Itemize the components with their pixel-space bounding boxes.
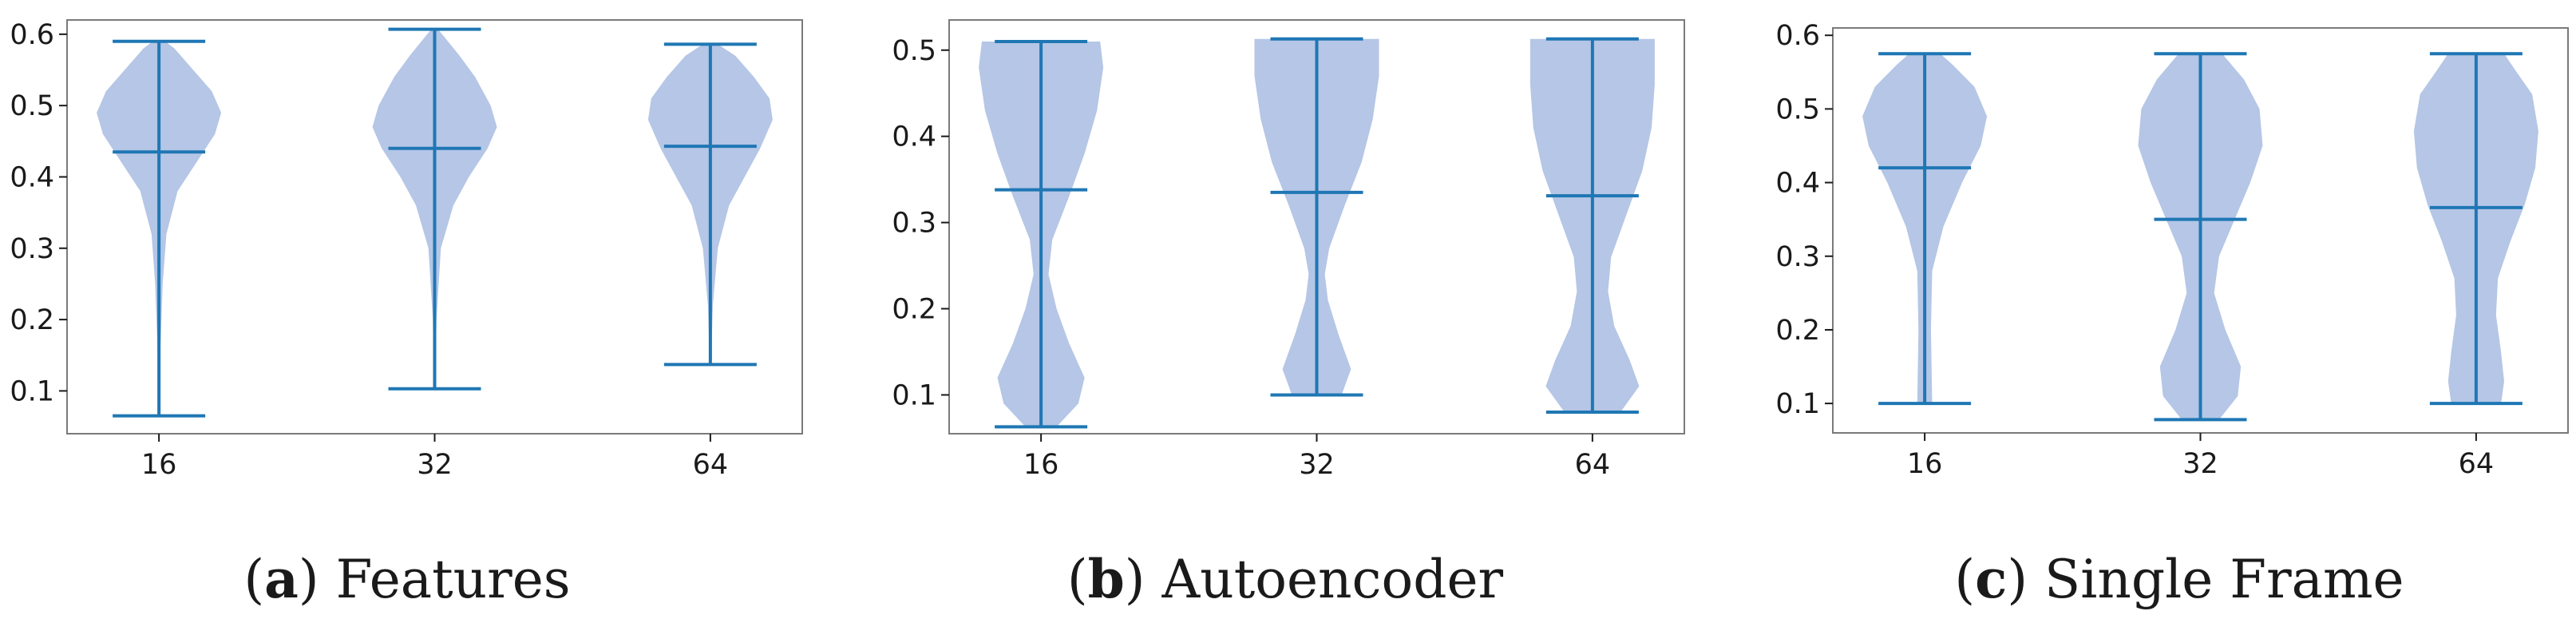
panel-a-features: (a) Features 0.1 0.2 0.3 0.4 0.5 0.6 16 32 64 [10, 19, 803, 610]
caption-letter: b [1088, 548, 1125, 610]
x-tick-label: 16 [1023, 449, 1059, 481]
x-tick-label: 32 [417, 449, 453, 481]
x-tick-label: 64 [693, 449, 729, 481]
x-tick-label: 16 [141, 449, 177, 481]
caption-letter: a [264, 548, 299, 610]
y-tick-label: 0.3 [892, 208, 936, 240]
caption: (b) Autoencoder [1067, 548, 1504, 610]
y-tick-label: 0.2 [10, 304, 54, 336]
y-tick-label: 0.1 [892, 379, 936, 411]
caption-letter: c [1975, 548, 2007, 610]
panel-c-single-frame: (c) Single Frame 0.1 0.2 0.3 0.4 0.5 0.6 16 32 6… [1775, 20, 2569, 610]
x-tick-label: 32 [1299, 449, 1335, 481]
y-tick-label: 0.3 [1775, 241, 1820, 273]
y-tick-label: 0.2 [1775, 315, 1820, 347]
caption: (c) Single Frame [1954, 548, 2404, 610]
x-tick-label: 64 [1575, 449, 1611, 481]
caption-title: Single Frame [2044, 549, 2404, 610]
y-tick-label: 0.5 [10, 90, 54, 122]
y-tick-label: 0.3 [10, 233, 54, 265]
caption-title: Features [336, 549, 571, 610]
y-tick-label: 0.2 [892, 294, 936, 326]
y-tick-label: 0.4 [10, 161, 54, 193]
y-tick-label: 0.5 [892, 35, 936, 67]
caption: (a) Features [243, 548, 570, 610]
y-tick-label: 0.4 [1775, 168, 1820, 200]
y-tick-label: 0.6 [10, 19, 54, 51]
caption-title: Autoencoder [1161, 549, 1504, 610]
y-tick-label: 0.1 [1775, 388, 1820, 420]
panel-b-autoencoder: (b) Autoencoder 0.1 0.2 0.3 0.4 0.5 16 32 64 [892, 19, 1685, 610]
x-tick-label: 32 [2182, 448, 2218, 480]
y-tick-label: 0.5 [1775, 93, 1820, 125]
y-tick-label: 0.4 [892, 121, 936, 153]
y-tick-label: 0.1 [10, 375, 54, 407]
y-tick-label: 0.6 [1775, 20, 1820, 52]
x-tick-label: 16 [1907, 448, 1943, 480]
x-tick-label: 64 [2459, 448, 2495, 480]
